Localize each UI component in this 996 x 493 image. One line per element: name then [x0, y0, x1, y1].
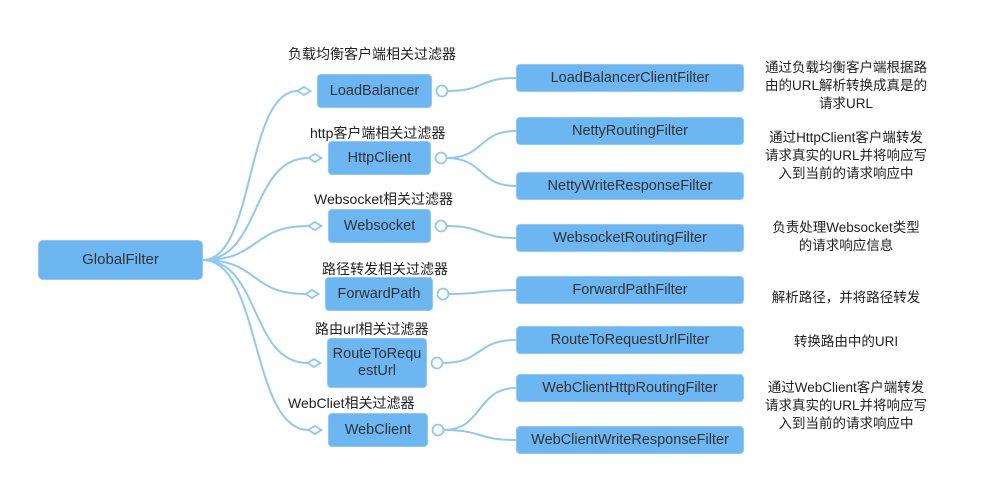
branch-diamond-marker	[305, 357, 323, 369]
root-node-label: GlobalFilter	[82, 251, 159, 269]
branch-diamond-marker	[306, 220, 324, 232]
branch-circle-marker	[434, 151, 448, 165]
filter-description-5-0: 通过WebClient客户端转发 请求真实的URL并将响应写 入到当前的请求响应…	[764, 380, 927, 432]
filter-node-5-0[interactable]: WebClientHttpRoutingFilter	[516, 374, 744, 402]
edge-branch-0-to-leaf-0	[446, 77, 517, 92]
edge-branch-5-to-leaf-0	[442, 387, 517, 431]
filter-node-0-0[interactable]: LoadBalancerClientFilter	[516, 64, 744, 92]
branch-node-5[interactable]: WebClient	[328, 413, 428, 447]
branch-diamond-marker	[306, 424, 324, 436]
filter-node-label: RouteToRequestUrlFilter	[550, 331, 710, 348]
branch-label-0: 负载均衡客户端相关过滤器	[288, 46, 456, 62]
branch-circle-marker	[436, 287, 450, 301]
edge-branch-2-to-leaf-0	[445, 225, 517, 239]
edge-root-to-branch-2	[202, 225, 310, 261]
branch-node-label: ForwardPath	[337, 285, 421, 302]
branch-node-3[interactable]: ForwardPath	[325, 277, 433, 311]
edge-branch-5-to-leaf-1	[442, 429, 517, 441]
edge-branch-1-to-leaf-0	[445, 130, 517, 159]
branch-label-2: Websocket相关过滤器	[314, 191, 453, 207]
filter-node-label: NettyRoutingFilter	[571, 122, 689, 139]
filter-description-2-0: 负责处理Websocket类型 的请求响应信息	[772, 220, 920, 254]
edge-branch-1-to-leaf-1	[445, 157, 517, 187]
branch-label-5: WebCliet相关过滤器	[288, 395, 415, 411]
branch-node-label: Websocket	[343, 217, 416, 234]
branch-circle-marker	[431, 423, 445, 437]
filter-node-3-0[interactable]: ForwardPathFilter	[516, 276, 744, 304]
branch-node-label: HttpClient	[347, 149, 412, 166]
filter-node-2-0[interactable]: WebsocketRoutingFilter	[516, 224, 744, 252]
branch-node-4[interactable]: RouteToRequ estUrl	[327, 338, 427, 388]
branch-node-1[interactable]: HttpClient	[328, 141, 431, 175]
filter-node-label: ForwardPathFilter	[572, 281, 688, 298]
edge-branch-3-to-leaf-0	[447, 289, 517, 295]
filter-node-5-1[interactable]: WebClientWriteResponseFilter	[516, 426, 744, 454]
filter-node-1-0[interactable]: NettyRoutingFilter	[516, 117, 744, 145]
branch-node-2[interactable]: Websocket	[328, 209, 431, 243]
branch-label-3: 路径转发相关过滤器	[322, 261, 448, 277]
filter-description-4-0: 转换路由中的URI	[793, 334, 899, 349]
root-node[interactable]: GlobalFilter	[38, 240, 203, 280]
branch-label-1: http客户端相关过滤器	[310, 125, 446, 141]
branch-node-0[interactable]: LoadBalancer	[317, 74, 432, 108]
filter-description-0-0: 通过负载均衡客户端根据路 由的URL解析转换成真是的 请求URL	[764, 60, 927, 112]
branch-node-label: RouteToRequ estUrl	[332, 346, 422, 379]
branch-circle-marker	[434, 219, 448, 233]
filter-node-1-1[interactable]: NettyWriteResponseFilter	[516, 172, 744, 200]
edge-root-to-branch-3	[202, 259, 307, 295]
branch-label-4: 路由url相关过滤器	[315, 321, 429, 337]
branch-circle-marker	[430, 356, 444, 370]
filter-node-label: WebClientHttpRoutingFilter	[542, 379, 718, 396]
filter-description-1-1: 通过HttpClient客户端转发 请求真实的URL并将响应写 入到当前的请求响…	[764, 130, 927, 182]
filter-description-3-0: 解析路径，并将路径转发	[771, 290, 921, 305]
filter-node-label: LoadBalancerClientFilter	[550, 69, 710, 86]
branch-circle-marker	[435, 84, 449, 98]
filter-node-label: WebsocketRoutingFilter	[553, 229, 707, 246]
branch-node-label: LoadBalancer	[329, 82, 420, 99]
filter-node-label: WebClientWriteResponseFilter	[531, 431, 729, 448]
edge-root-to-branch-1	[202, 157, 310, 261]
edge-root-to-branch-0	[202, 90, 299, 261]
branch-node-label: WebClient	[344, 421, 412, 438]
edge-branch-4-to-leaf-0	[441, 339, 517, 364]
branch-diamond-marker	[295, 85, 313, 97]
filter-node-4-0[interactable]: RouteToRequestUrlFilter	[516, 326, 744, 354]
filter-node-label: NettyWriteResponseFilter	[547, 177, 713, 194]
branch-diamond-marker	[306, 152, 324, 164]
branch-diamond-marker	[303, 288, 321, 300]
edge-root-to-branch-4	[202, 259, 309, 364]
